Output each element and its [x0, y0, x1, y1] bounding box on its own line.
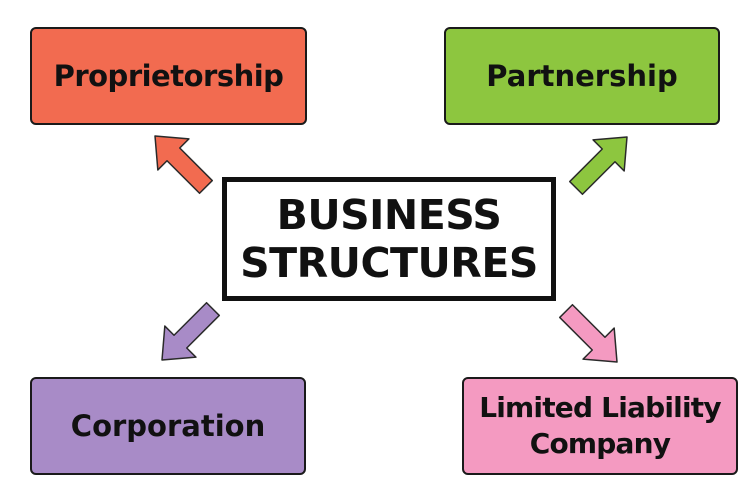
llc-label: Limited Liability Company: [479, 391, 721, 460]
arrow-to-llc: [558, 303, 618, 363]
corporation-box: Corporation: [30, 377, 306, 475]
arrow-up-right-icon: [568, 136, 628, 196]
arrow-to-partnership: [568, 136, 628, 196]
partnership-box: Partnership: [444, 27, 720, 125]
corporation-label: Corporation: [70, 409, 266, 443]
center-title-line-1: BUSINESS: [276, 191, 502, 239]
llc-box: Limited Liability Company: [462, 377, 738, 475]
arrow-up-left-icon: [154, 135, 214, 195]
proprietorship-label: Proprietorship: [53, 59, 284, 93]
center-title-box: BUSINESS STRUCTURES: [222, 177, 556, 301]
center-title-line-2: STRUCTURES: [240, 239, 538, 287]
arrow-to-proprietorship: [154, 135, 214, 195]
partnership-label: Partnership: [486, 59, 678, 93]
arrow-down-right-icon: [558, 303, 618, 363]
arrow-to-corporation: [161, 301, 221, 361]
proprietorship-box: Proprietorship: [30, 27, 307, 125]
arrow-down-left-icon: [161, 301, 221, 361]
